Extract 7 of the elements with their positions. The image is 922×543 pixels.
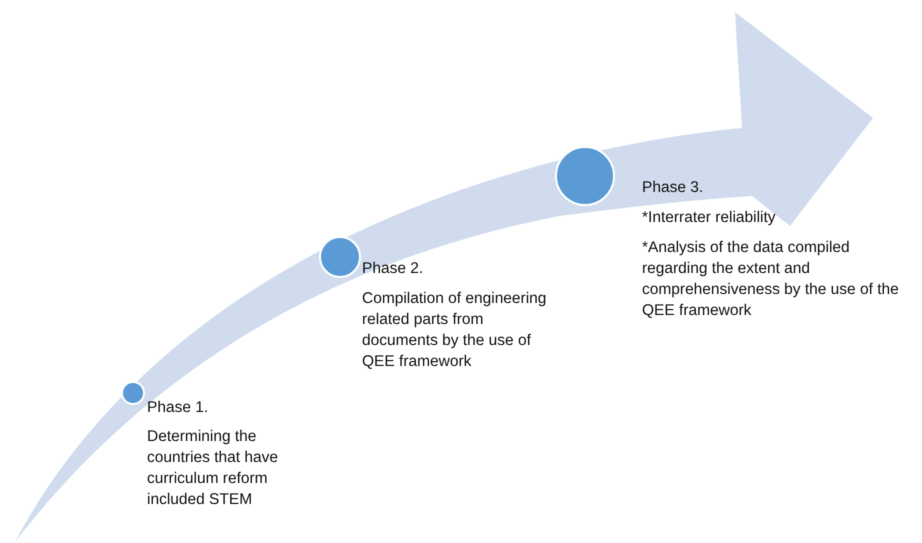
phase-description: Determining the countries that have curriculum reform included STEM xyxy=(147,427,279,510)
phase-description: *Interrater reliability xyxy=(642,208,777,228)
phase-heading: Phase 3. xyxy=(642,178,704,198)
phase-description: *Analysis of the data compiled regarding the extent and comprehensiveness by the use of the QEE framework xyxy=(642,238,900,321)
phase-description: Compilation of engineering related parts from documents by the use of QEE framework xyxy=(362,289,548,372)
phase-heading: Phase 2. xyxy=(362,259,424,279)
phase-heading: Phase 1. xyxy=(147,398,210,418)
